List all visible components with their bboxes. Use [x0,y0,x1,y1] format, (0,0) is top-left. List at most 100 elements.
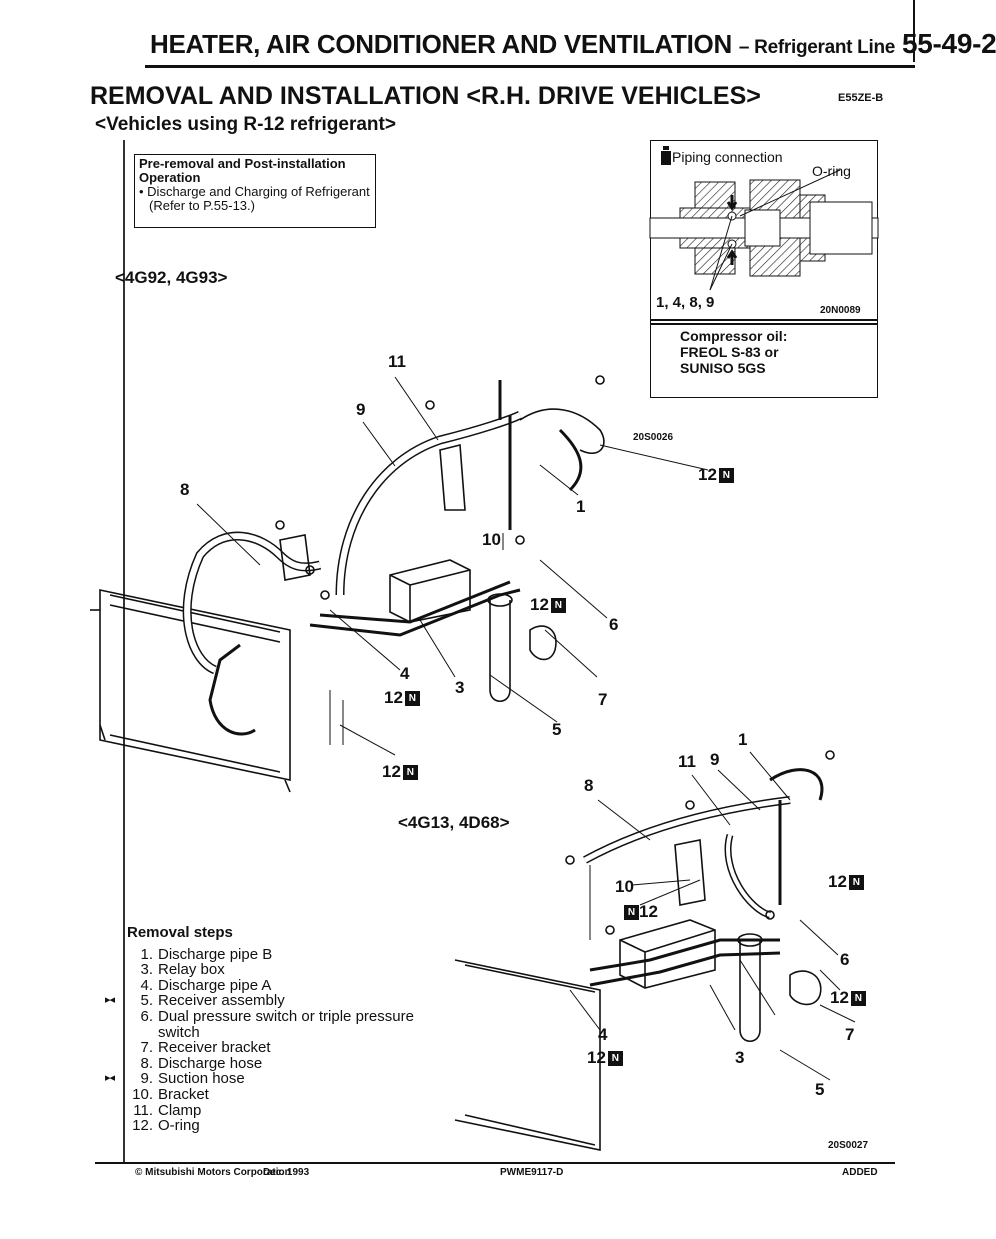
n-mark-icon: N [848,875,864,891]
callout-12-number: 12 [830,988,849,1007]
receiver-assembly [739,940,761,1043]
removal-step: 8.Discharge hose [105,1056,414,1072]
page-header: HEATER, AIR CONDITIONER AND VENTILATION … [150,28,996,60]
service-point-icon [105,978,130,994]
step-number: 10. [132,1085,153,1103]
callout-11: 11 [678,752,696,771]
service-point-icon [105,1056,130,1072]
step-number: 4. [140,976,153,994]
piping-connection-inset [650,140,878,398]
n-mark-icon: N [718,468,734,484]
step-number: 11. [133,1101,153,1119]
footer-copyright: © Mitsubishi Motors Corporation [135,1167,291,1178]
page-number: 55-49-2 [901,28,996,59]
footer-date: Dec. 1993 [263,1167,310,1178]
service-point-icon [105,1025,130,1041]
removal-step: 11. Clamp [105,1101,414,1119]
oring-label: O-ring [812,163,851,179]
n-mark-icon: N [624,905,639,921]
step-text: Clamp [158,1101,202,1119]
callout-4: 4 [598,1025,608,1044]
callout-10: 10 [615,877,634,896]
relay-box [389,559,471,623]
removal-step: ▸◂5.Receiver assembly [105,993,414,1009]
condenser-outline [454,959,601,1151]
removal-steps-heading: Removal steps [127,924,233,941]
callout-3: 3 [455,678,465,697]
inset-divider [651,323,877,325]
step-text: switch [158,1023,200,1041]
step-text: Receiver assembly [158,992,285,1010]
diagram-1-leaders [196,376,709,756]
removal-step: 7.Receiver bracket [105,1040,414,1056]
service-point-icon [105,962,130,978]
callout-7: 7 [845,1025,855,1044]
engine-label-1: <4G92, 4G93> [115,268,228,287]
callout-12-number: 12 [587,1048,606,1067]
footer-status: ADDED [842,1167,878,1178]
diagram-4g13-4d68 [454,750,835,1151]
removal-step: ▸◂9.Suction hose [105,1071,414,1087]
section-code: E55ZE-B [838,92,884,104]
step-text: Suction hose [158,1070,245,1088]
removal-step: 10.Bracket [105,1087,414,1103]
callout-9: 9 [356,400,366,419]
pre-removal-heading-2: Operation [139,170,201,185]
callout-9: 9 [710,750,720,769]
callout-8: 8 [584,776,594,795]
removal-step: 12.O-ring [105,1118,414,1134]
step-number: 12. [132,1117,153,1135]
compressor-oil-note: Compressor oil: FREOL S-83 or SUNISO 5GS [680,328,860,376]
oil-line-2: FREOL S-83 or [680,344,779,360]
warning-icon [661,151,671,165]
callout-6: 6 [609,615,619,634]
oil-line-3: SUNISO 5GS [680,360,766,376]
oil-line-1: Compressor oil: [680,328,788,344]
removal-step: 6. Dual pressure switch or triple pressur… [105,1007,414,1025]
section-title: REMOVAL AND INSTALLATION <R.H. DRIVE VEH… [90,82,761,110]
callout-12-number: 12 [382,762,401,781]
step-text: Discharge pipe B [158,945,273,963]
callout-5: 5 [552,720,562,739]
inset-divider [651,319,877,321]
callout-3: 3 [735,1048,745,1067]
n-mark-icon: N [550,598,566,614]
header-subtitle: – Refrigerant Line [738,37,896,58]
callout-12-number: 12 [639,902,658,921]
footer-publication: PWME9117-D [500,1167,564,1178]
step-number: 9. [140,1070,153,1088]
removal-step: switch [105,1023,414,1041]
step-text: Dual pressure switch or triple pressure [158,1007,414,1025]
engine-label-2: <4G13, 4D68> [398,813,510,832]
inset-parts-label: 1, 4, 8, 9 [656,294,715,311]
pre-removal-bullet: • Discharge and Charging of Refrigerant [139,184,370,199]
piping-connection-illustration [649,146,879,291]
diagram-1-code: 20S0026 [633,432,674,443]
n-mark-icon: N [402,765,418,781]
removal-step: 1.Discharge pipe B [105,945,414,963]
service-point-icon: ▸◂ [105,994,115,1007]
callout-7: 7 [598,690,608,709]
service-point-icon [105,1103,130,1119]
callout-12-number: 12 [384,688,403,707]
callout-4: 4 [400,664,410,683]
condenser-outline [99,589,291,781]
pre-removal-box: Pre-removal and Post-installation Operat… [134,154,376,228]
step-text: Receiver bracket [158,1039,271,1057]
callout-5: 5 [815,1080,825,1099]
service-point-icon [105,947,130,963]
callout-12-number: 12 [828,872,847,891]
piping-connection-label: Piping connection [672,149,783,165]
callout-12-number: 12 [698,465,717,484]
step-number: 6. [140,1007,153,1025]
diagram-2-code: 20S0027 [828,1140,869,1151]
callout-11: 11 [388,352,406,371]
inset-figure-code: 20N0089 [820,305,861,316]
